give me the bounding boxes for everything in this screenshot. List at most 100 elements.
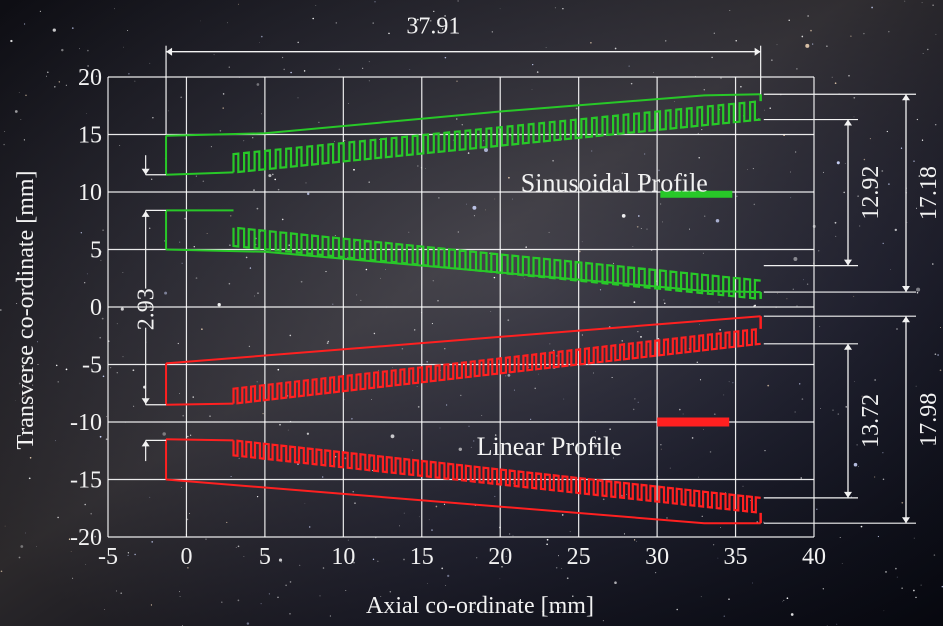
star [484, 209, 486, 211]
star [501, 566, 503, 568]
star [494, 495, 496, 498]
star [798, 383, 801, 385]
star [132, 369, 135, 372]
star [915, 207, 918, 209]
star [114, 8, 115, 10]
star [927, 48, 929, 51]
star [246, 622, 250, 625]
star [853, 96, 856, 99]
star [614, 47, 617, 50]
star [347, 103, 349, 104]
star [831, 76, 833, 78]
star [888, 30, 890, 33]
star [72, 577, 74, 579]
star [101, 317, 104, 320]
star [304, 503, 306, 505]
star [456, 80, 458, 82]
star [508, 533, 511, 535]
star [805, 43, 810, 48]
star [621, 172, 624, 175]
dimension-label: 37.91 [406, 14, 460, 40]
star [268, 593, 271, 595]
lower-entrance-taper [165, 438, 234, 442]
star [3, 143, 5, 146]
dimension-arrowhead [141, 398, 150, 405]
star [28, 324, 30, 326]
star [771, 59, 773, 61]
star [287, 429, 289, 431]
star [552, 159, 554, 162]
star [322, 567, 325, 569]
star [403, 512, 405, 514]
star [379, 139, 380, 140]
star [523, 278, 525, 279]
star [297, 41, 299, 44]
star [28, 477, 31, 480]
star [23, 139, 25, 141]
star [874, 178, 876, 180]
star [372, 22, 374, 24]
star [334, 235, 336, 237]
star [630, 82, 633, 85]
star [916, 291, 919, 294]
star [718, 301, 720, 303]
star [794, 411, 796, 413]
star [499, 578, 501, 580]
star [608, 182, 610, 184]
star [228, 66, 230, 68]
star [456, 118, 458, 120]
upper-corrugation-teeth [232, 328, 761, 405]
dimension-arrowhead [902, 286, 910, 293]
star [594, 431, 596, 433]
star [575, 107, 578, 110]
star [99, 435, 102, 438]
star [70, 550, 72, 552]
star [99, 336, 101, 339]
star [442, 600, 445, 602]
star [351, 417, 353, 420]
star [444, 15, 446, 17]
star [786, 597, 789, 600]
star [408, 231, 410, 233]
star [581, 241, 583, 243]
x-tick-label: 10 [331, 544, 355, 570]
star [723, 394, 725, 396]
star [481, 415, 483, 416]
star [839, 537, 841, 539]
star [57, 516, 59, 519]
star [184, 217, 187, 220]
star [243, 140, 245, 142]
star [372, 558, 375, 561]
dimension-length: 37.91 [165, 14, 762, 135]
star [105, 438, 108, 441]
star [399, 525, 400, 527]
star [285, 584, 287, 587]
sinusoidal-profile [165, 93, 762, 300]
star [281, 561, 282, 563]
star [869, 138, 871, 140]
star [409, 69, 411, 70]
star [663, 299, 665, 301]
star [222, 93, 225, 95]
star [127, 552, 130, 554]
star [921, 139, 924, 141]
star [32, 384, 34, 386]
dimension-green-inner: 12.92 [763, 118, 884, 267]
star [345, 589, 347, 591]
star [790, 613, 794, 616]
star [360, 299, 362, 301]
star [874, 379, 876, 381]
star [351, 559, 353, 561]
star [79, 48, 80, 50]
star [632, 246, 634, 247]
dimension-arrowhead [902, 316, 910, 323]
star [209, 415, 211, 417]
star [445, 607, 447, 609]
star [764, 109, 765, 111]
star [403, 558, 405, 561]
star [602, 620, 604, 622]
star [740, 85, 742, 88]
x-tick-label: 0 [180, 544, 192, 570]
star [764, 450, 766, 452]
star [152, 117, 154, 119]
